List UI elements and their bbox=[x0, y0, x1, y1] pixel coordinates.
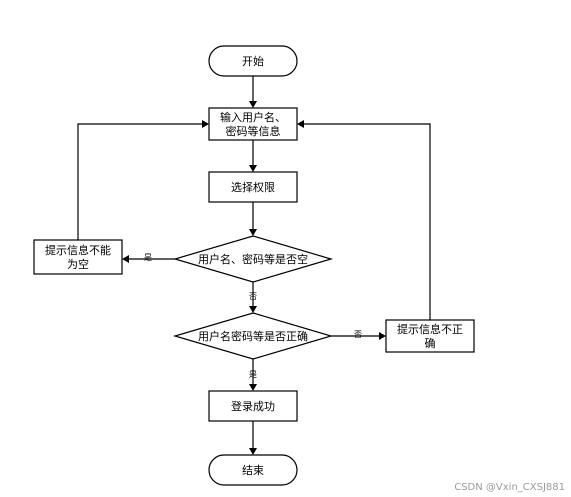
login-success-node: 登录成功 bbox=[208, 390, 298, 422]
edge-correct-yes: 是 bbox=[249, 359, 257, 391]
edge-correct-no: 否 bbox=[331, 330, 386, 340]
error-wrong-node: 提示信息不正 确 bbox=[385, 319, 475, 353]
start-node: 开始 bbox=[208, 45, 298, 77]
check-correct-decision: 用户名密码等是否正确 bbox=[172, 312, 334, 360]
edge-input-to-select bbox=[249, 140, 257, 172]
error-empty-node: 提示信息不能 为空 bbox=[33, 239, 123, 275]
edge-empty-yes-label: 是 bbox=[144, 253, 152, 262]
success-label: 登录成功 bbox=[231, 399, 275, 413]
error-wrong-line1: 提示信息不正 bbox=[397, 322, 463, 336]
check-empty-label: 用户名、密码等是否空 bbox=[198, 252, 308, 266]
edge-correct-no-label: 否 bbox=[354, 330, 362, 339]
edge-error-empty-loop bbox=[77, 120, 209, 240]
error-empty-line1: 提示信息不能 bbox=[45, 243, 111, 257]
check-correct-label: 用户名密码等是否正确 bbox=[198, 329, 308, 343]
edge-error-wrong-loop bbox=[297, 120, 431, 320]
edge-empty-yes: 是 bbox=[122, 253, 175, 263]
end-node: 结束 bbox=[208, 454, 298, 486]
edge-empty-no-label: 否 bbox=[249, 292, 257, 301]
start-label: 开始 bbox=[242, 54, 264, 68]
end-label: 结束 bbox=[242, 464, 264, 477]
edge-select-to-check-empty bbox=[249, 202, 257, 236]
error-empty-line2: 为空 bbox=[67, 257, 89, 271]
edge-success-to-end bbox=[249, 421, 257, 455]
input-label-line2: 密码等信息 bbox=[226, 124, 281, 138]
input-credentials-node: 输入用户名、 密码等信息 bbox=[208, 107, 298, 141]
watermark: CSDN @Vxin_CXSJ881 bbox=[454, 482, 565, 493]
input-label-line1: 输入用户名、 bbox=[220, 110, 286, 124]
check-empty-decision: 用户名、密码等是否空 bbox=[172, 235, 334, 283]
select-permission-node: 选择权限 bbox=[208, 171, 298, 203]
edge-empty-no: 否 bbox=[249, 282, 257, 313]
select-label: 选择权限 bbox=[231, 180, 275, 194]
error-wrong-line2: 确 bbox=[425, 337, 436, 350]
edge-correct-yes-label: 是 bbox=[249, 370, 257, 379]
edge-start-to-input bbox=[249, 76, 257, 108]
